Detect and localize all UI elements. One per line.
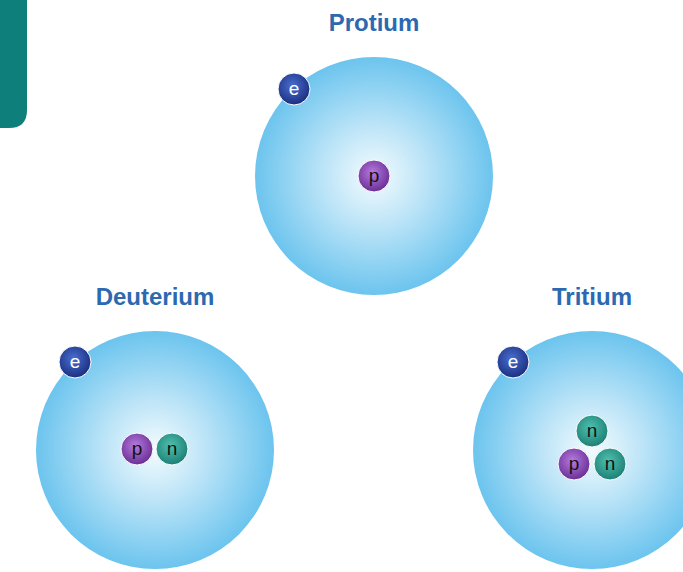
proton-symbol: p	[557, 447, 591, 481]
corner-tab	[0, 0, 30, 130]
electron-symbol: e	[496, 345, 530, 379]
atom: Deuterium e pn	[36, 281, 274, 569]
proton-particle: p	[120, 432, 154, 466]
proton-particle: p	[357, 159, 391, 193]
electron-symbol: e	[277, 72, 311, 106]
electron-symbol: e	[58, 345, 92, 379]
neutron-symbol: n	[593, 447, 627, 481]
neutron-particle: n	[155, 432, 189, 466]
proton-symbol: p	[120, 432, 154, 466]
atom: Tritium e npn	[473, 281, 683, 569]
isotope-name: Deuterium	[36, 281, 274, 313]
neutron-particle: n	[575, 414, 609, 448]
electron-particle: e	[496, 345, 530, 379]
electron-particle: e	[58, 345, 92, 379]
isotope-name: Protium	[255, 7, 493, 39]
electron-particle: e	[277, 72, 311, 106]
atom: Protium e p	[255, 7, 493, 295]
neutron-symbol: n	[575, 414, 609, 448]
proton-symbol: p	[357, 159, 391, 193]
neutron-symbol: n	[155, 432, 189, 466]
proton-particle: p	[557, 447, 591, 481]
neutron-particle: n	[593, 447, 627, 481]
isotope-name: Tritium	[473, 281, 683, 313]
